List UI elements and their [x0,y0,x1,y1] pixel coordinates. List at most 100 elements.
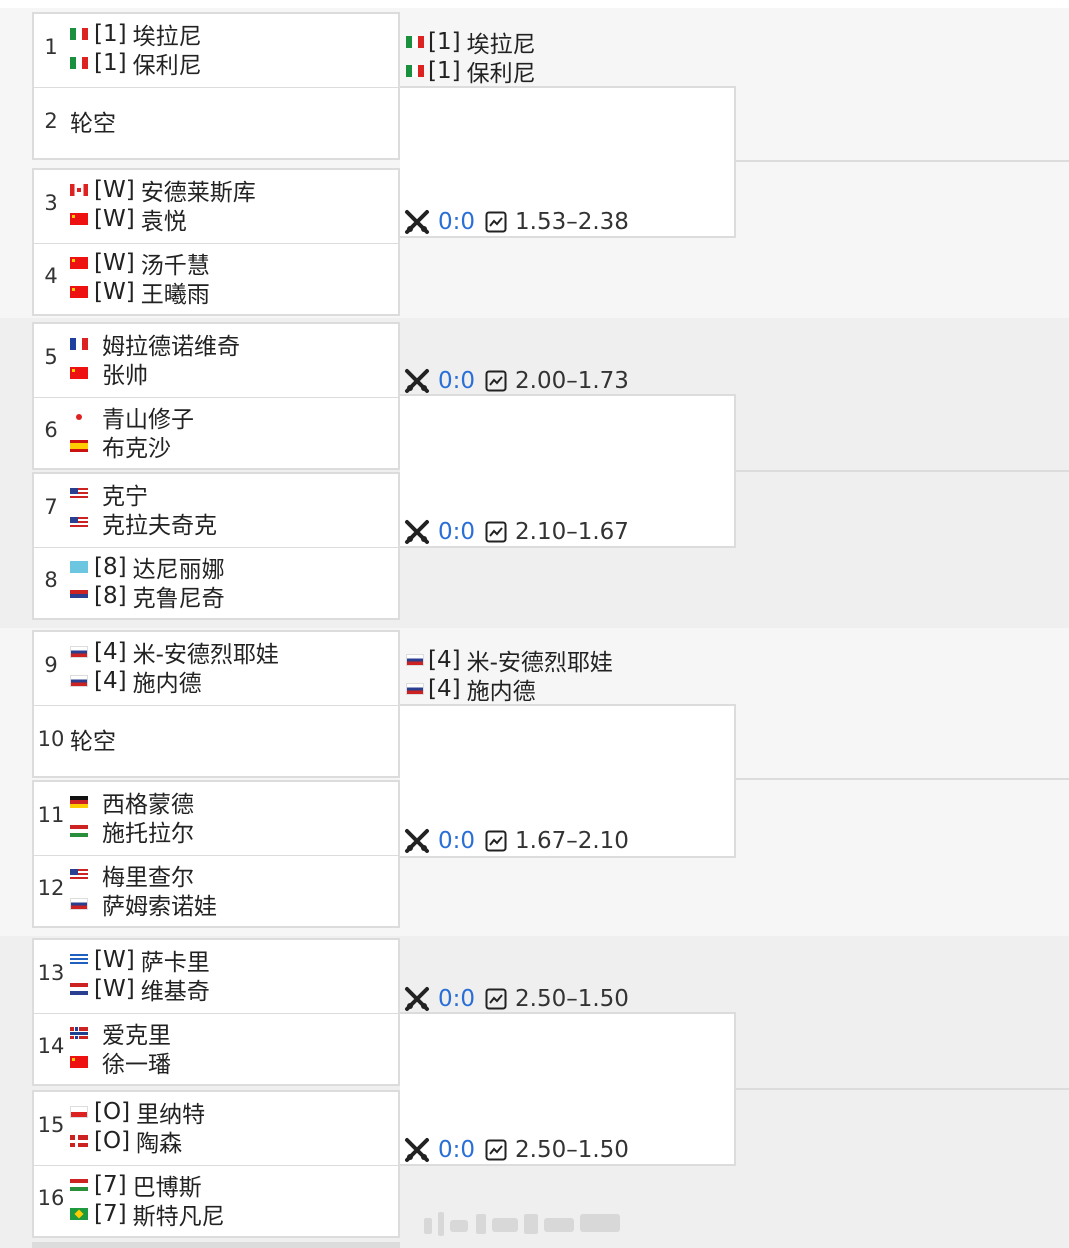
player-name[interactable]: 巴博斯 [132,1175,202,1201]
player-name[interactable]: 米-安德烈耶娃 [466,650,613,676]
match-odds-value: 1.53–2.38 [515,209,629,235]
draw-number: 1 [44,35,58,59]
draw-slot[interactable]: 16[7]巴博斯[7]斯特凡尼 [34,1165,400,1238]
player-line: [7]斯特凡尼 [70,1200,225,1230]
flag-icon [70,213,88,225]
player-name[interactable]: 施内德 [466,679,536,705]
player-name[interactable]: 姆拉德诺维奇 [102,334,240,360]
player-name[interactable]: 保利尼 [132,53,202,79]
player-name[interactable]: 布克沙 [102,436,171,462]
player-name[interactable]: 萨姆索诺娃 [102,894,217,920]
player-seed: [4] [428,676,461,702]
player-name[interactable]: 轮空 [70,729,116,755]
player-name[interactable]: 轮空 [70,111,116,137]
flag-icon [70,1135,88,1147]
odds-chart-icon[interactable] [485,211,507,233]
match-score[interactable]: 0:0 [438,519,476,545]
bracket-connector [400,704,736,858]
player-seed: [1] [94,21,127,47]
odds-chart-icon[interactable] [485,521,507,543]
match-score[interactable]: 0:0 [438,986,476,1012]
player-name[interactable]: 徐一璠 [102,1052,171,1078]
player-name[interactable]: 青山修子 [102,407,194,433]
player-line: 梅里查尔 [70,861,194,891]
odds-chart-icon[interactable] [485,1139,507,1161]
player-line: [7]巴博斯 [70,1171,202,1201]
draw-slot[interactable]: 6 青山修子布克沙 [34,397,400,470]
player-line: 轮空 [70,725,116,755]
match-score[interactable]: 0:0 [438,1137,476,1163]
match-score[interactable]: 0:0 [438,209,476,235]
player-name[interactable]: 施托拉尔 [102,821,194,847]
player-name[interactable]: 张帅 [102,363,148,389]
draw-slot[interactable]: 3[W]安德莱斯库[W]袁悦 [34,170,400,243]
player-seed: [8] [94,554,127,580]
draw-number: 3 [44,191,58,215]
player-name[interactable]: 安德莱斯库 [140,180,256,206]
odds-chart-icon[interactable] [485,370,507,392]
player-name[interactable]: 埃拉尼 [132,24,202,50]
draw-slot[interactable]: 15[O]里纳特[O]陶森 [34,1092,400,1165]
player-name[interactable]: 达尼丽娜 [132,557,225,583]
player-name[interactable]: 施内德 [132,671,202,697]
player-seed: [1] [94,50,127,76]
versus-icon [405,369,429,393]
flag-icon [406,36,424,48]
flag-icon [406,654,424,666]
player-line: [4]施内德 [70,667,202,697]
advanced-player-line: [1]埃拉尼 [406,28,536,58]
player-line: 张帅 [70,359,148,389]
player-name[interactable]: 梅里查尔 [102,865,194,891]
player-name[interactable]: 陶森 [136,1131,183,1157]
odds-chart-icon[interactable] [485,830,507,852]
draw-slot[interactable]: 1 [1]埃拉尼[1]保利尼 [34,14,400,87]
match-score[interactable]: 0:0 [438,828,476,854]
player-name[interactable]: 袁悦 [140,209,187,235]
versus-icon [405,1138,429,1162]
player-name[interactable]: 王曦雨 [140,282,210,308]
player-name[interactable]: 汤千慧 [140,253,210,279]
player-name[interactable]: 萨卡里 [140,950,210,976]
player-name[interactable]: 西格蒙德 [102,792,194,818]
draw-slot[interactable]: 9[4]米-安德烈耶娃[4]施内德 [34,632,400,705]
player-name[interactable]: 克宁 [102,484,148,510]
flag-icon [70,367,88,379]
flag-icon [70,1027,88,1039]
player-seed: [1] [428,29,461,55]
flag-icon [70,488,88,500]
odds-chart-icon[interactable] [485,988,507,1010]
match-odds-row[interactable]: 0:0 1.53–2.38 [404,207,629,237]
draw-slot[interactable]: 13[W]萨卡里[W]维基奇 [34,940,400,1013]
player-name[interactable]: 米-安德烈耶娃 [132,642,279,668]
bracket-bottom-edge [32,1242,400,1248]
player-name[interactable]: 里纳特 [136,1102,206,1128]
player-name[interactable]: 斯特凡尼 [132,1204,225,1230]
player-line: [O]陶森 [70,1127,183,1157]
player-name[interactable]: 克鲁尼奇 [132,586,225,612]
draw-number: 6 [44,418,58,442]
draw-number: 15 [37,1113,65,1137]
match-score[interactable]: 0:0 [438,368,476,394]
player-name[interactable]: 维基奇 [140,979,210,1005]
player-name[interactable]: 克拉夫奇克 [102,513,217,539]
draw-slot[interactable]: 8[8]达尼丽娜[8]克鲁尼奇 [34,547,400,620]
player-name[interactable]: 保利尼 [466,61,536,87]
draw-number: 8 [44,568,58,592]
draw-slot[interactable]: 4[W]汤千慧[W]王曦雨 [34,243,400,316]
player-name[interactable]: 埃拉尼 [466,32,536,58]
player-name[interactable]: 爱克里 [102,1023,171,1049]
